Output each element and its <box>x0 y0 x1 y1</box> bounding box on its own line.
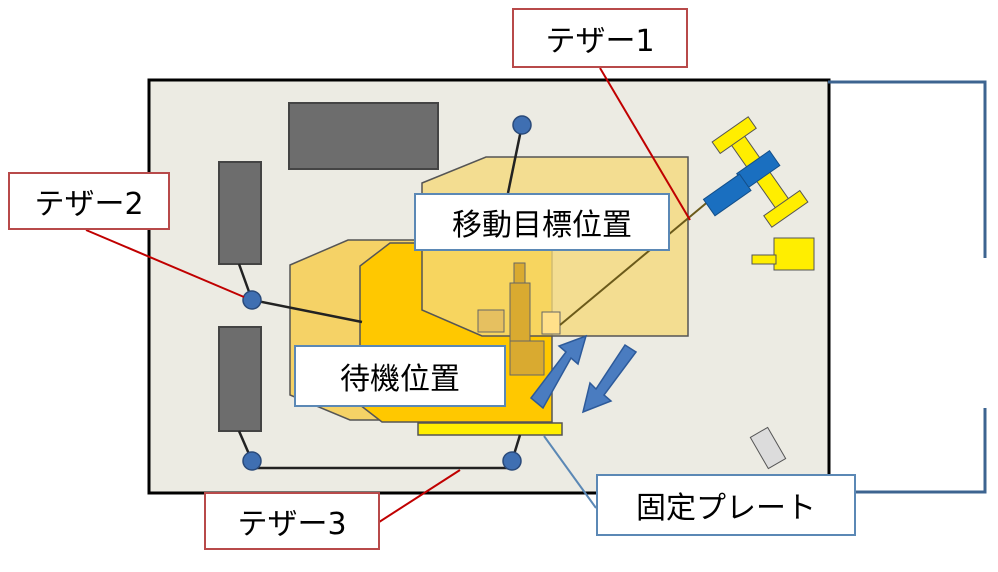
callout-fixed-plate: 固定プレート <box>596 474 856 536</box>
tether-line-robot <box>559 199 711 326</box>
obstacle-top <box>288 102 439 170</box>
leader-tether2 <box>85 229 245 298</box>
obstacle-left-lower <box>218 326 262 432</box>
robot-arm-icon <box>702 116 809 228</box>
gripper-icon <box>751 237 815 271</box>
tether3-post-right <box>502 451 522 471</box>
leader-fixed-plate <box>543 435 597 509</box>
fixed-plate-bar <box>417 422 563 436</box>
obstacle-left-upper <box>218 161 262 265</box>
mast-body <box>509 282 531 344</box>
arrow-down-left <box>581 343 638 414</box>
side-block-right <box>541 311 561 335</box>
callout-tether2: テザー2 <box>8 172 170 230</box>
head-block <box>509 340 545 376</box>
tether2-post <box>242 290 262 310</box>
leader-tether3 <box>375 469 461 525</box>
arrow-up-right <box>529 334 588 410</box>
tether3-post-left <box>242 451 262 471</box>
callout-tether3: テザー3 <box>204 492 380 550</box>
door-frame <box>828 80 987 494</box>
callout-target-position: 移動目標位置 <box>414 193 670 251</box>
small-part-icon <box>749 426 787 470</box>
callout-tether1: テザー1 <box>512 8 688 68</box>
leader-tether1 <box>599 67 691 221</box>
mast <box>513 262 526 284</box>
callout-standby-position: 待機位置 <box>294 345 506 407</box>
tether1-line-a <box>506 124 524 194</box>
tether1-post <box>512 115 532 135</box>
tether2-line-b <box>251 298 363 324</box>
side-block-left <box>477 309 505 333</box>
